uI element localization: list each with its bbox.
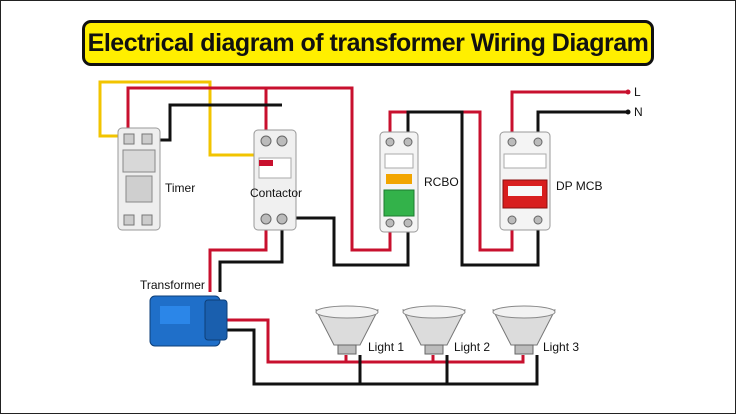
mcb-device: DP MCB: [499, 131, 602, 231]
light-3: Light 3: [492, 305, 579, 355]
light-1: Light 1: [315, 305, 404, 355]
rcbo-label: RCBO: [424, 175, 459, 189]
timer-device: Timer: [117, 127, 195, 231]
transformer-device: Transformer: [140, 278, 228, 347]
contactor-label: Contactor: [250, 186, 302, 200]
supply-terminals: L N: [625, 85, 643, 119]
timer-label: Timer: [165, 181, 195, 195]
title-banner: Electrical diagram of transformer Wiring…: [82, 20, 654, 66]
live-wires: [126, 86, 628, 364]
control-wires: [98, 80, 266, 157]
supply-line-label: L: [634, 85, 641, 99]
rcbo-device: RCBO: [379, 131, 459, 233]
contactor-device: Contactor: [250, 129, 302, 231]
light-2: Light 2: [402, 305, 490, 355]
mcb-label: DP MCB: [556, 179, 602, 193]
light-1-label: Light 1: [368, 340, 404, 354]
page-title: Electrical diagram of transformer Wiring…: [87, 28, 649, 57]
transformer-label: Transformer: [140, 278, 205, 292]
light-2-label: Light 2: [454, 340, 490, 354]
supply-neutral-label: N: [634, 105, 643, 119]
light-3-label: Light 3: [543, 340, 579, 354]
